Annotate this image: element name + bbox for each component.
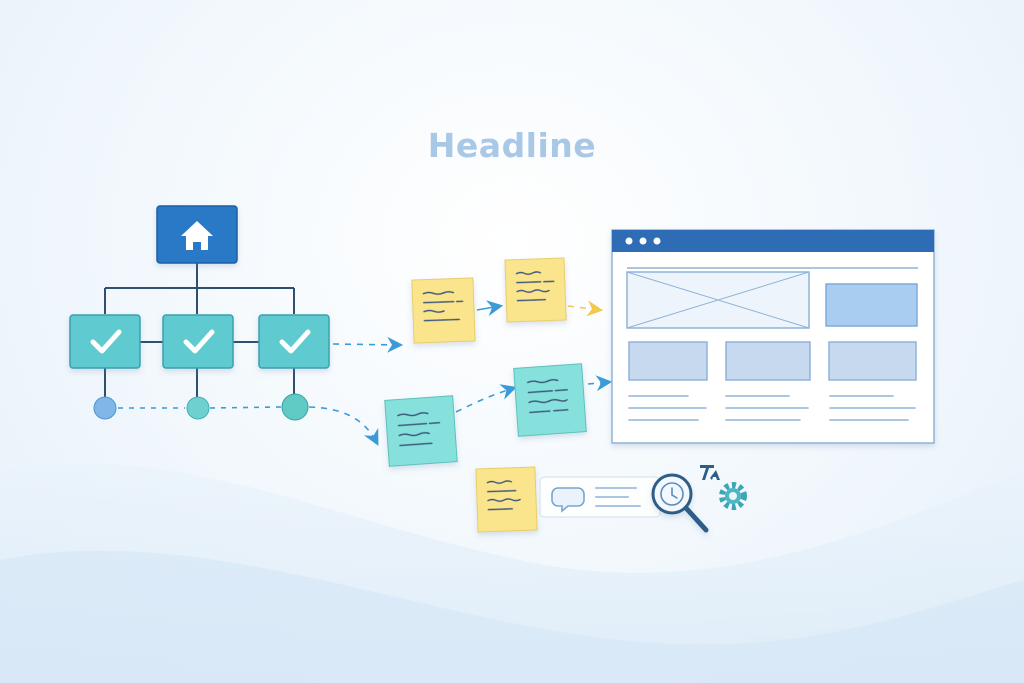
- arrow-note-4-to-browser: [587, 375, 613, 392]
- arrow-note-1-to-note-2: [476, 300, 504, 317]
- home-icon: [181, 221, 213, 250]
- browser-title-bar: [612, 230, 934, 252]
- flow-dot-1: [93, 396, 117, 420]
- window-dot-3: [653, 237, 661, 245]
- checkmark-icon: [183, 329, 215, 354]
- translate-icon: [700, 465, 720, 480]
- checkmark-icon: [279, 329, 311, 354]
- sidebar-block: [825, 283, 918, 327]
- sticky-note-3: [384, 395, 458, 467]
- content-card-3: [828, 341, 917, 381]
- check-node-3: [258, 314, 330, 369]
- sticky-note-4: [513, 363, 587, 437]
- speech-bubble-icon: [551, 487, 585, 513]
- dots-connector-2: [209, 406, 282, 409]
- sticky-note-2: [504, 257, 567, 323]
- magnifier-icon: [651, 473, 709, 533]
- feedback-strip: [539, 465, 747, 533]
- hero-image-placeholder: [626, 271, 810, 329]
- gear-icon: [719, 482, 747, 510]
- window-dot-2: [639, 237, 647, 245]
- sticky-note-1: [411, 277, 476, 344]
- arrow-note-2-to-browser: [567, 300, 604, 317]
- window-dot-1: [625, 237, 633, 245]
- content-card-2: [725, 341, 811, 381]
- browser-wireframe: [611, 229, 935, 444]
- content-card-1: [628, 341, 708, 381]
- arrow-to-note-1: [332, 336, 404, 353]
- background-waves: [0, 463, 1024, 683]
- arrow-note-3-to-4: [455, 384, 518, 413]
- text-lines: [628, 395, 916, 421]
- check-node-1: [69, 314, 141, 369]
- headline: Headline: [427, 126, 597, 165]
- sticky-note-5: [475, 466, 538, 533]
- sitemap-hierarchy: [69, 205, 330, 421]
- flow-arrows: [118, 300, 613, 446]
- flow-dot-2: [186, 396, 210, 420]
- check-node-2: [162, 314, 234, 369]
- hierarchy-connectors: [104, 263, 295, 397]
- arrow-to-note-3: [308, 406, 379, 446]
- home-node: [156, 205, 238, 264]
- checkmark-icon: [90, 329, 122, 354]
- flow-dot-3: [281, 393, 309, 421]
